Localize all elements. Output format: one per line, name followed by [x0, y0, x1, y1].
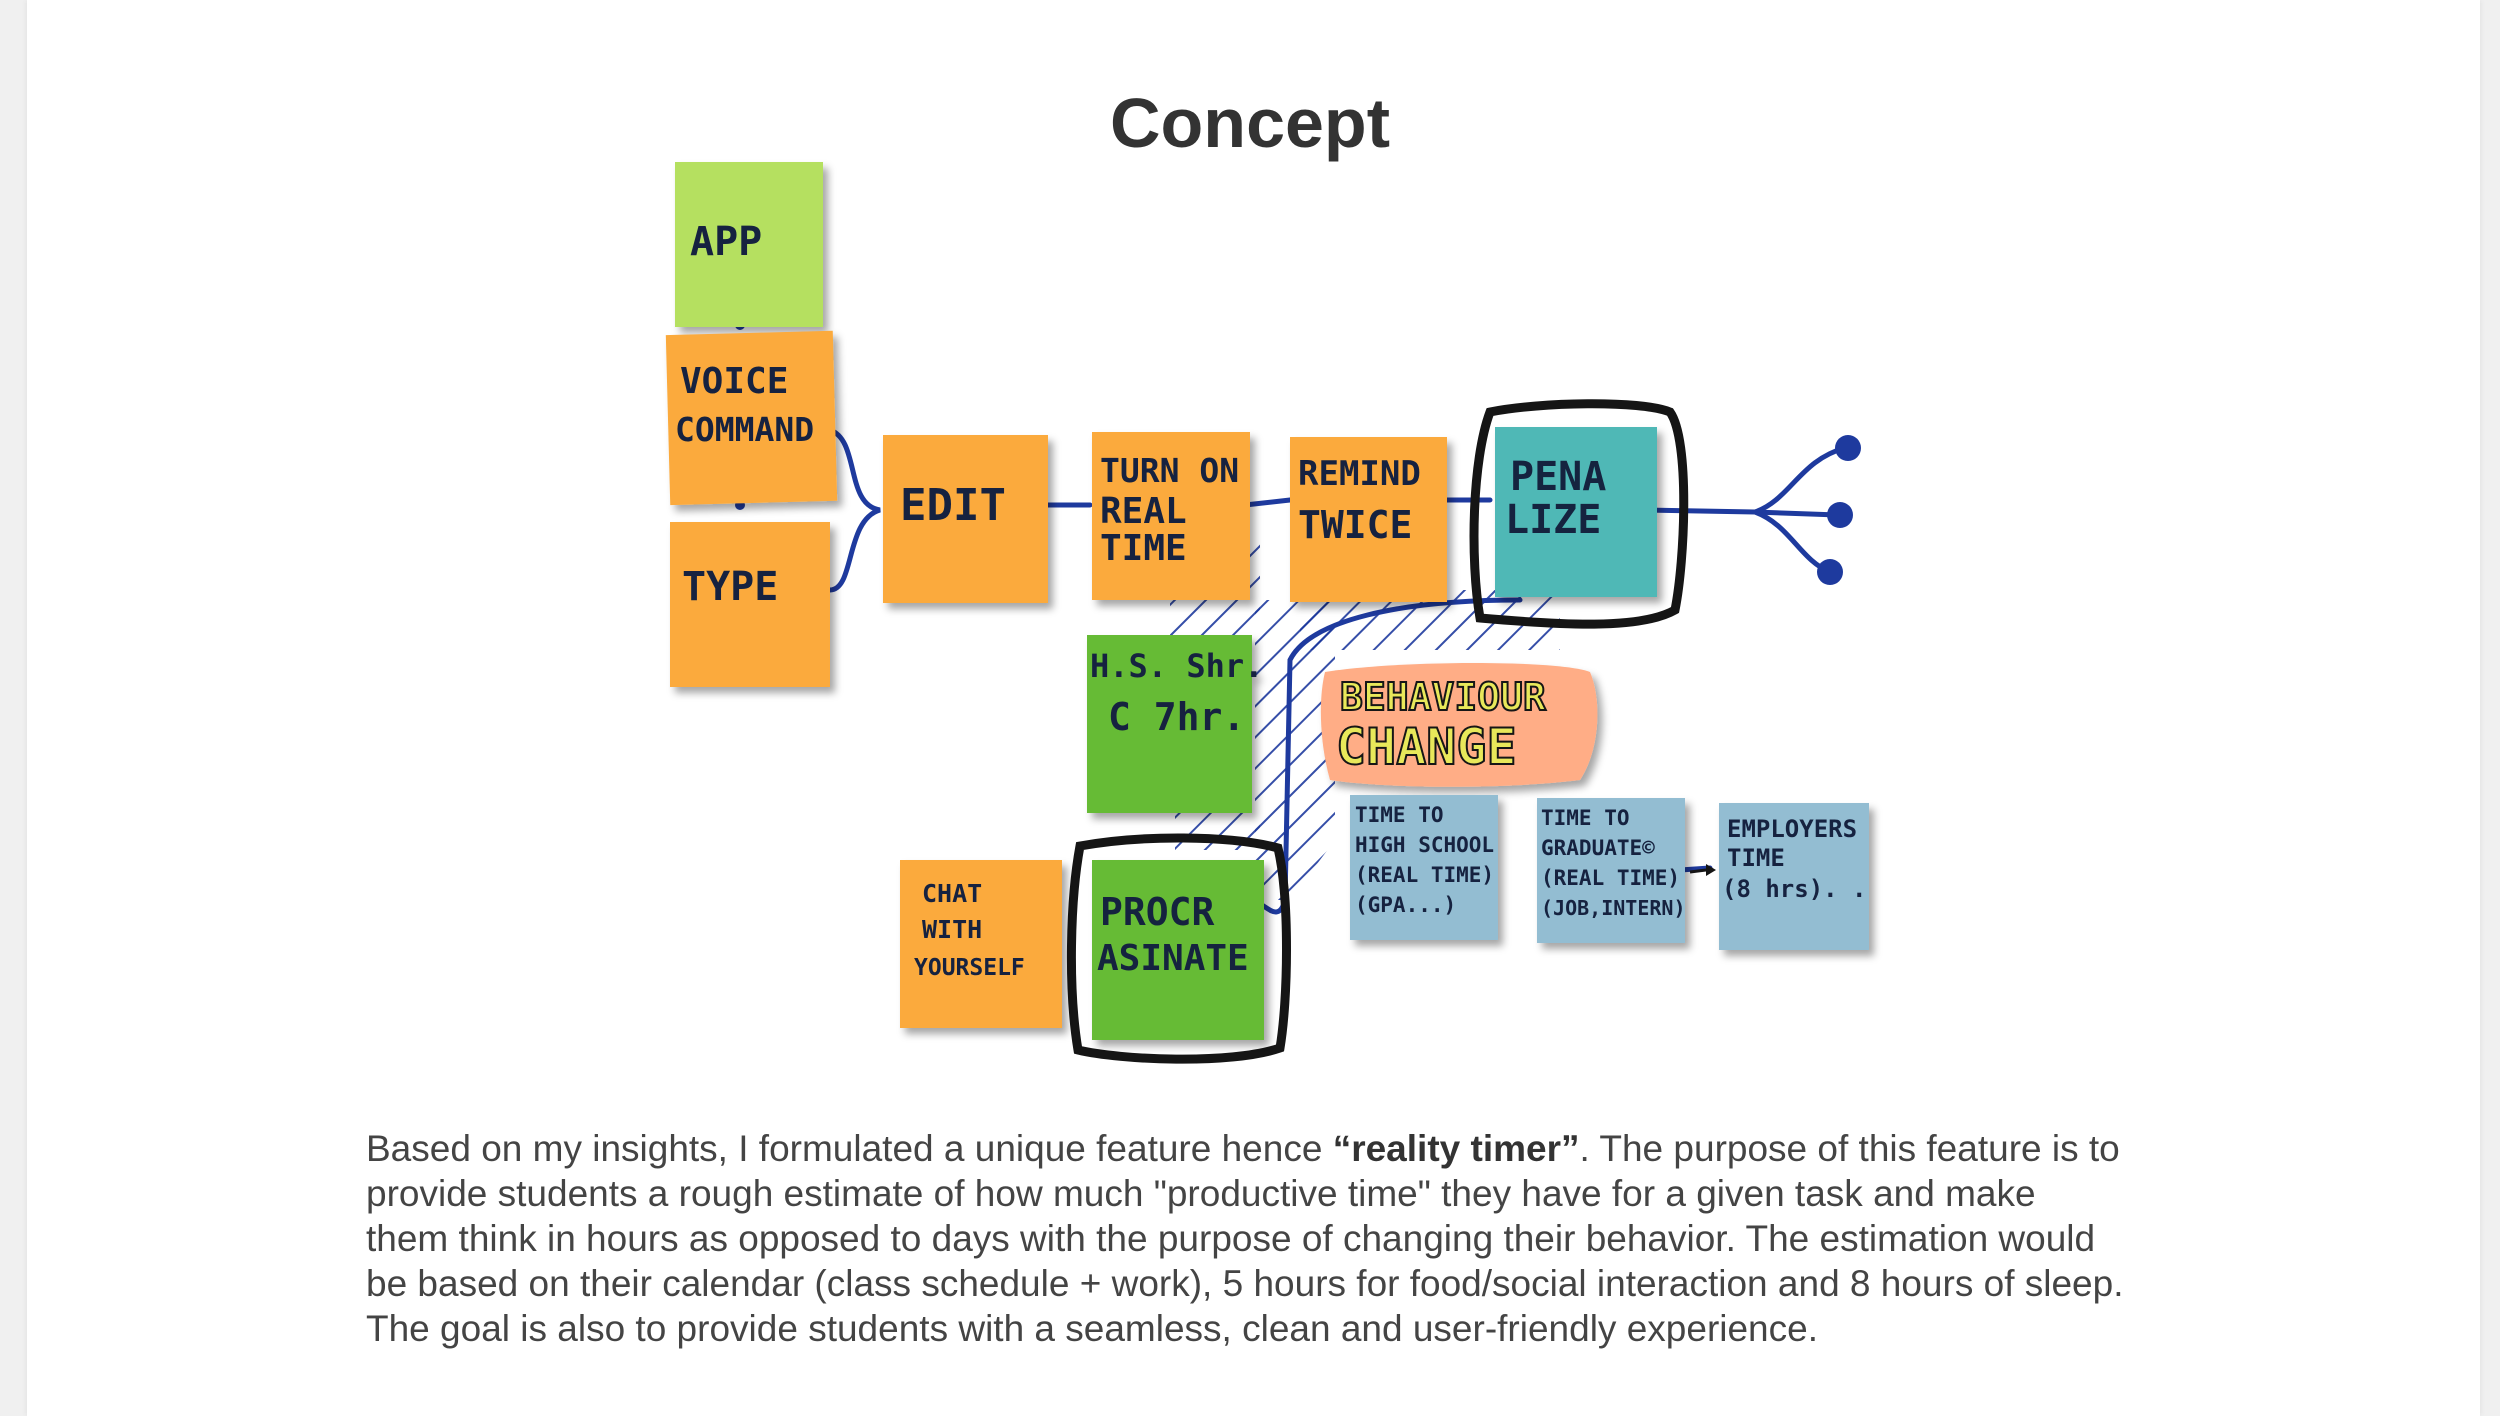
- note-employers-time: EMPLOYERS TIME (8 hrs). .: [1719, 803, 1869, 950]
- note-chat-text-2: WITH: [922, 915, 982, 944]
- description-line-1: Based on my insights, I formulated a uni…: [366, 1126, 2156, 1171]
- description-line-4: be based on their calendar (class schedu…: [366, 1263, 2124, 1304]
- note-turn-on-real-time: TURN ON REAL TIME: [1092, 432, 1250, 600]
- note-turn-text-3: TIME: [1100, 528, 1187, 569]
- note-time-grad-text-3: (REAL TIME): [1541, 866, 1680, 890]
- note-app-text: APP: [690, 219, 762, 265]
- page-title: Concept: [1110, 83, 1390, 162]
- behaviour-label-line-1: BEHAVIOUR: [1340, 675, 1546, 719]
- note-type: TYPE: [670, 522, 830, 687]
- note-turn-text-1: TURN ON: [1100, 451, 1239, 490]
- note-employers-text-3: (8 hrs). .: [1722, 875, 1867, 903]
- note-turn-text-2: REAL: [1100, 491, 1187, 532]
- behaviour-label-line-2: CHANGE: [1336, 718, 1517, 776]
- note-time-grad-text-2: GRADUATE©: [1541, 836, 1655, 860]
- behaviour-change-label: BEHAVIOUR CHANGE: [1320, 663, 1598, 787]
- note-voice-text-1: VOICE: [680, 361, 788, 402]
- note-type-text: TYPE: [682, 564, 778, 610]
- note-app: APP: [675, 162, 823, 327]
- reality-timer-bold: “reality timer”: [1332, 1128, 1580, 1169]
- note-time-to-high-school: TIME TO HIGH SCHOOL (REAL TIME) (GPA...): [1350, 795, 1498, 940]
- description-line-3: them think in hours as opposed to days w…: [366, 1218, 2096, 1259]
- note-time-grad-text-1: TIME TO: [1541, 806, 1630, 830]
- note-chat-text-1: CHAT: [922, 879, 982, 908]
- note-edit-text: EDIT: [900, 480, 1006, 531]
- note-time-hs-text-3: (REAL TIME): [1355, 863, 1494, 887]
- note-chat-text-3: YOURSELF: [914, 955, 1025, 981]
- note-penalize: PENA LIZE: [1469, 399, 1689, 629]
- note-hs-shr: H.S. Shr. C 7hr.: [1087, 635, 1263, 813]
- note-hs-text-1: H.S. Shr.: [1090, 647, 1263, 685]
- note-procr-text-2: ASINATE: [1097, 938, 1249, 979]
- description-line-1-end: . The purpose of this feature is to: [1579, 1128, 2120, 1169]
- note-time-grad-text-4: (JOB,INTERN): [1541, 896, 1686, 920]
- note-edit: EDIT: [883, 435, 1048, 603]
- note-remind-text-2: TWICE: [1298, 503, 1412, 547]
- arrow-to-employers: [1689, 864, 1716, 876]
- description-line-1-start: Based on my insights, I formulated a uni…: [366, 1128, 1333, 1169]
- note-time-to-graduate: TIME TO GRADUATE© (REAL TIME) (JOB,INTER…: [1537, 798, 1686, 943]
- note-procr-text-1: PROCR: [1100, 890, 1215, 934]
- description-line-5: The goal is also to provide students wit…: [366, 1308, 1818, 1349]
- note-chat-with-yourself: CHAT WITH YOURSELF: [900, 860, 1062, 1028]
- note-employers-text-2: TIME: [1727, 844, 1785, 872]
- note-voice-command: VOICE COMMAND: [665, 330, 838, 506]
- note-time-hs-text-1: TIME TO: [1355, 803, 1444, 827]
- note-employers-text-1: EMPLOYERS: [1727, 815, 1857, 843]
- note-hs-text-2: C 7hr.: [1108, 695, 1245, 739]
- note-procrastinate: PROCR ASINATE: [1066, 833, 1291, 1064]
- note-remind-twice: REMIND TWICE: [1290, 437, 1447, 602]
- note-remind-text-1: REMIND: [1298, 454, 1421, 494]
- description-paragraph: Based on my insights, I formulated a uni…: [366, 1126, 2156, 1351]
- page-card: [27, 0, 2480, 1416]
- note-time-hs-text-4: (GPA...): [1355, 893, 1456, 917]
- note-penalize-text-2: LIZE: [1505, 497, 1601, 543]
- description-line-2: provide students a rough estimate of how…: [366, 1173, 2036, 1214]
- note-penalize-text-1: PENA: [1510, 454, 1606, 500]
- note-time-hs-text-2: HIGH SCHOOL: [1355, 833, 1494, 857]
- connector-dots: [735, 320, 1861, 585]
- note-voice-text-2: COMMAND: [675, 410, 814, 449]
